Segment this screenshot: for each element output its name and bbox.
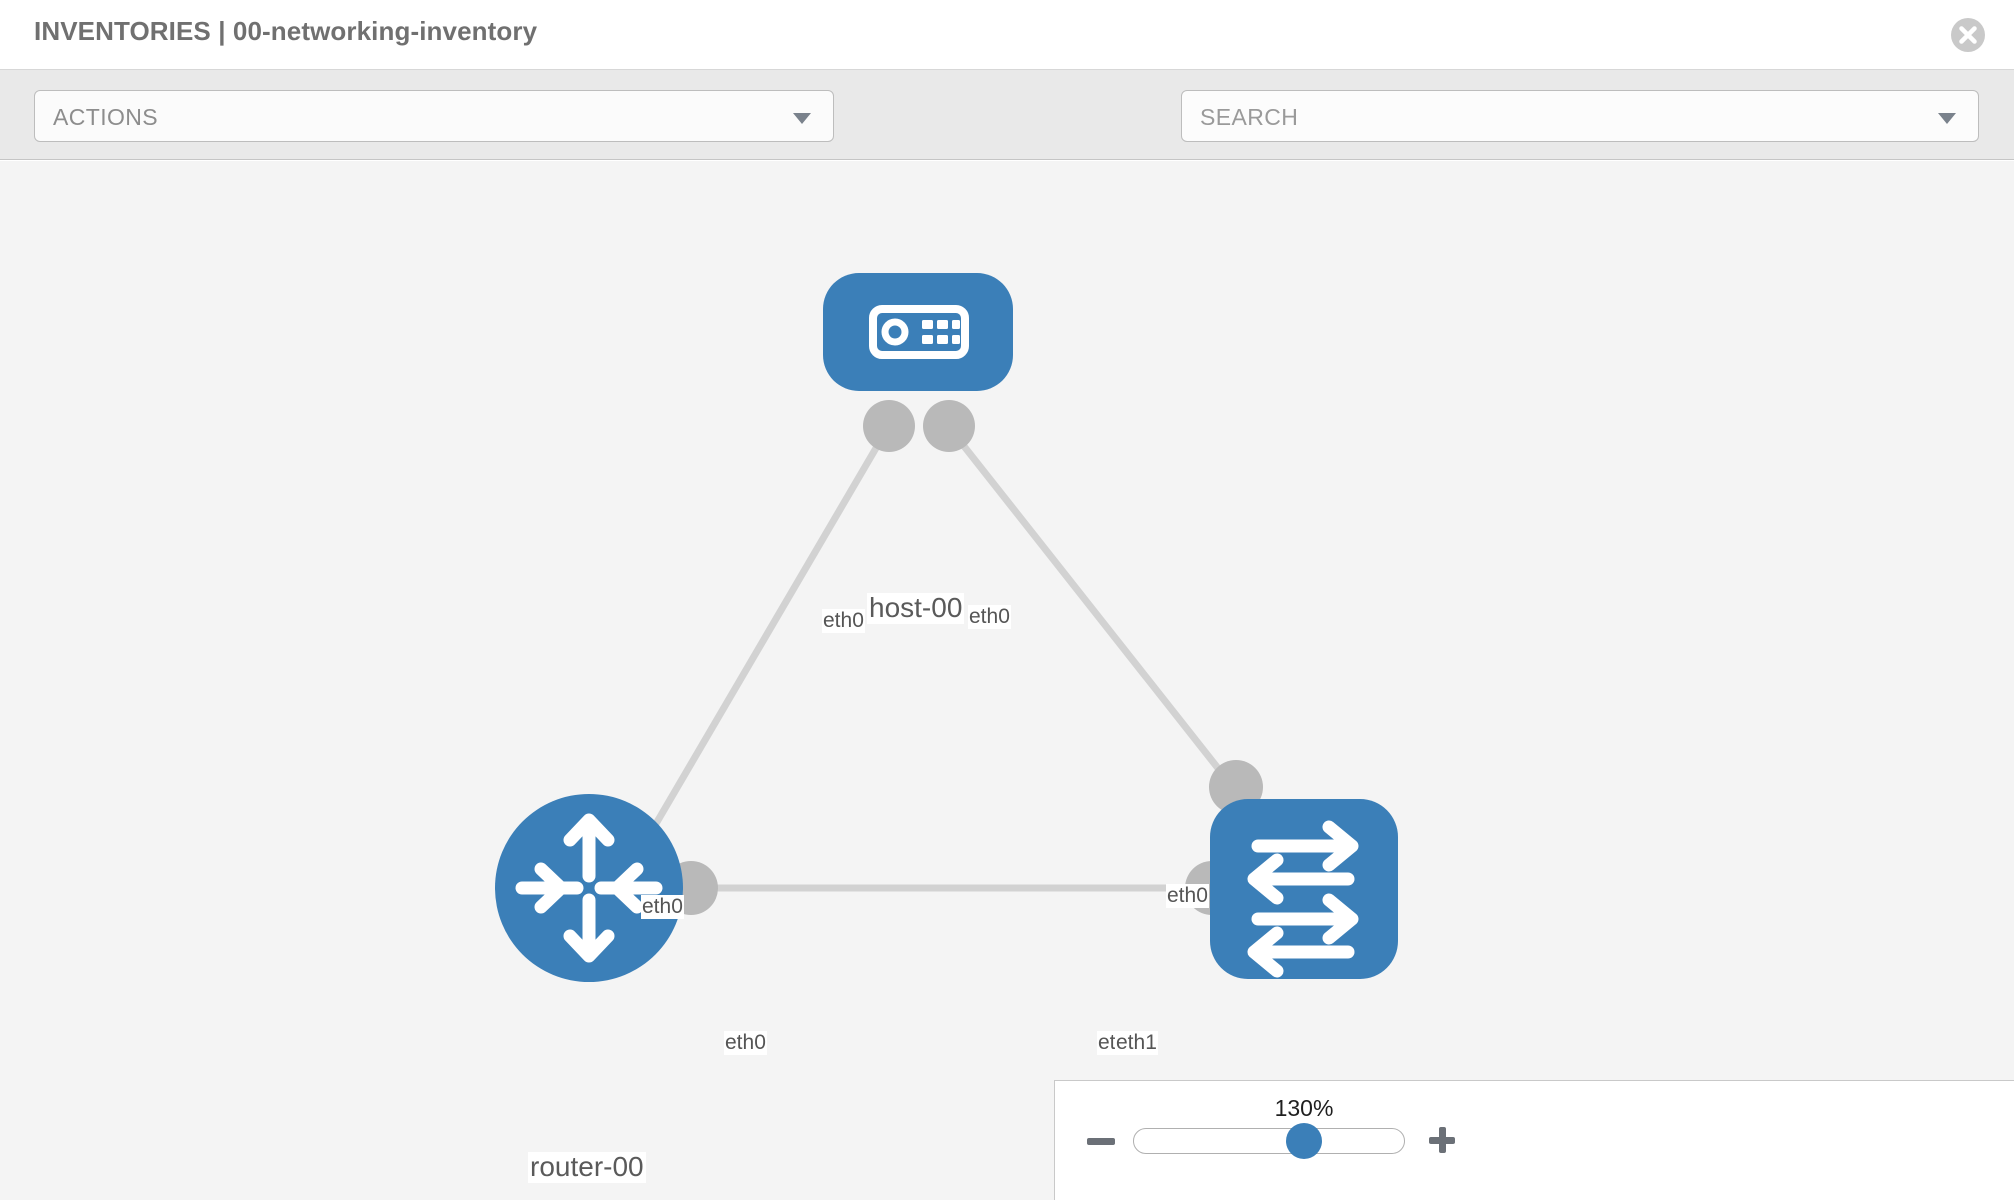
zoom-in-button[interactable] bbox=[1429, 1127, 1455, 1153]
chevron-down-icon bbox=[1938, 113, 1956, 124]
zoom-slider-track[interactable] bbox=[1133, 1128, 1405, 1154]
node-switch-00[interactable] bbox=[1210, 799, 1398, 979]
node-host-00[interactable] bbox=[823, 273, 1013, 391]
page-title: INVENTORIES | 00-networking-inventory bbox=[34, 16, 538, 46]
node-router-00[interactable] bbox=[495, 794, 683, 982]
edge-label-router-up: eth0 bbox=[641, 895, 684, 920]
actions-dropdown-label: ACTIONS bbox=[53, 104, 159, 130]
connector-host-left bbox=[863, 400, 915, 452]
zoom-percent-label: 130% bbox=[1274, 1095, 1334, 1121]
chevron-down-icon bbox=[793, 113, 811, 124]
connector-host-right bbox=[923, 400, 975, 452]
edge-host-switch bbox=[949, 428, 1235, 789]
topology-canvas[interactable]: eth0 host-00 eth0 eth0 eth0 eth0 eth eth… bbox=[0, 161, 2014, 1200]
zoom-control-panel: 130% bbox=[1054, 1080, 2014, 1200]
page-header: INVENTORIES | 00-networking-inventory bbox=[0, 0, 2014, 70]
toolbar: ACTIONS SEARCH bbox=[0, 70, 2014, 193]
edge-label-switch-left-b: eth1 bbox=[1115, 1031, 1158, 1056]
zoom-out-button[interactable] bbox=[1087, 1138, 1115, 1145]
actions-dropdown[interactable]: ACTIONS bbox=[34, 90, 834, 142]
node-label-router-00: router-00 bbox=[528, 1151, 646, 1183]
search-placeholder: SEARCH bbox=[1200, 104, 1299, 130]
search-input[interactable]: SEARCH bbox=[1181, 90, 1979, 142]
edge-host-router bbox=[636, 429, 890, 853]
zoom-slider-thumb[interactable] bbox=[1286, 1123, 1322, 1159]
edge-label-router-right: eth0 bbox=[724, 1031, 767, 1056]
edge-label-switch-up: eth0 bbox=[1166, 884, 1209, 909]
edge-label-host-left: eth0 bbox=[822, 609, 865, 634]
node-label-host-00: host-00 bbox=[867, 592, 965, 624]
close-icon[interactable] bbox=[1950, 17, 1986, 53]
topology-graph bbox=[495, 273, 1398, 982]
edge-label-host-right: eth0 bbox=[968, 605, 1011, 630]
